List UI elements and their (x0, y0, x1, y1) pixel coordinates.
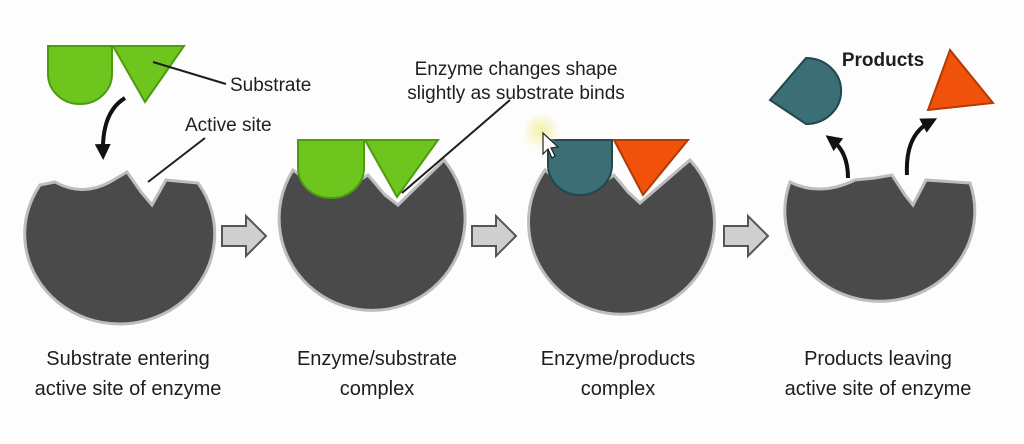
leaving-arrow-left (825, 135, 850, 179)
product-triangle-bound (612, 139, 691, 197)
entering-arrow (94, 96, 127, 160)
shape-change-line-2: slightly as substrate binds (407, 83, 625, 104)
step-3-group (524, 114, 716, 316)
substrate-leader (152, 61, 227, 85)
product-round-leaving (768, 56, 843, 126)
product-triangle-leaving (926, 48, 995, 112)
caption-step-3-line-1: Enzyme/products (541, 348, 696, 370)
caption-step-3-line-2: complex (581, 378, 655, 400)
step-arrow-2 (471, 213, 518, 259)
caption-step-1-line-1: Substrate entering (46, 348, 209, 370)
caption-step-2-line-2: complex (340, 378, 414, 400)
step-4-group (768, 48, 995, 303)
caption-step-4-line-1: Products leaving (804, 348, 952, 370)
substrate-label: Substrate (230, 75, 311, 96)
product-round-bound (547, 139, 613, 196)
shape-change-leader (401, 99, 511, 194)
caption-step-2-line-1: Enzyme/substrate (297, 348, 457, 370)
active-site-leader (147, 137, 206, 183)
cursor-icon (542, 131, 560, 159)
products-label: Products (842, 50, 924, 71)
substrate-triangle (111, 45, 186, 104)
shape-change-line-1: Enzyme changes shape (415, 59, 618, 80)
active-site-label: Active site (185, 115, 272, 136)
caption-step-4-line-2: active site of enzyme (785, 378, 972, 400)
enzyme-1 (23, 170, 217, 326)
step-1-group (23, 45, 227, 326)
step-arrow-1 (221, 213, 268, 259)
step-arrow-3 (723, 213, 770, 259)
caption-step-1-line-2: active site of enzyme (35, 378, 222, 400)
enzyme-4 (783, 173, 977, 303)
leaving-arrow-right (904, 118, 938, 176)
bound-substrate-triangle (363, 139, 440, 199)
step-2-group (277, 99, 511, 312)
substrate-semicircle (47, 45, 113, 105)
bound-substrate-semicircle (297, 139, 365, 199)
enzyme-3 (527, 157, 716, 316)
